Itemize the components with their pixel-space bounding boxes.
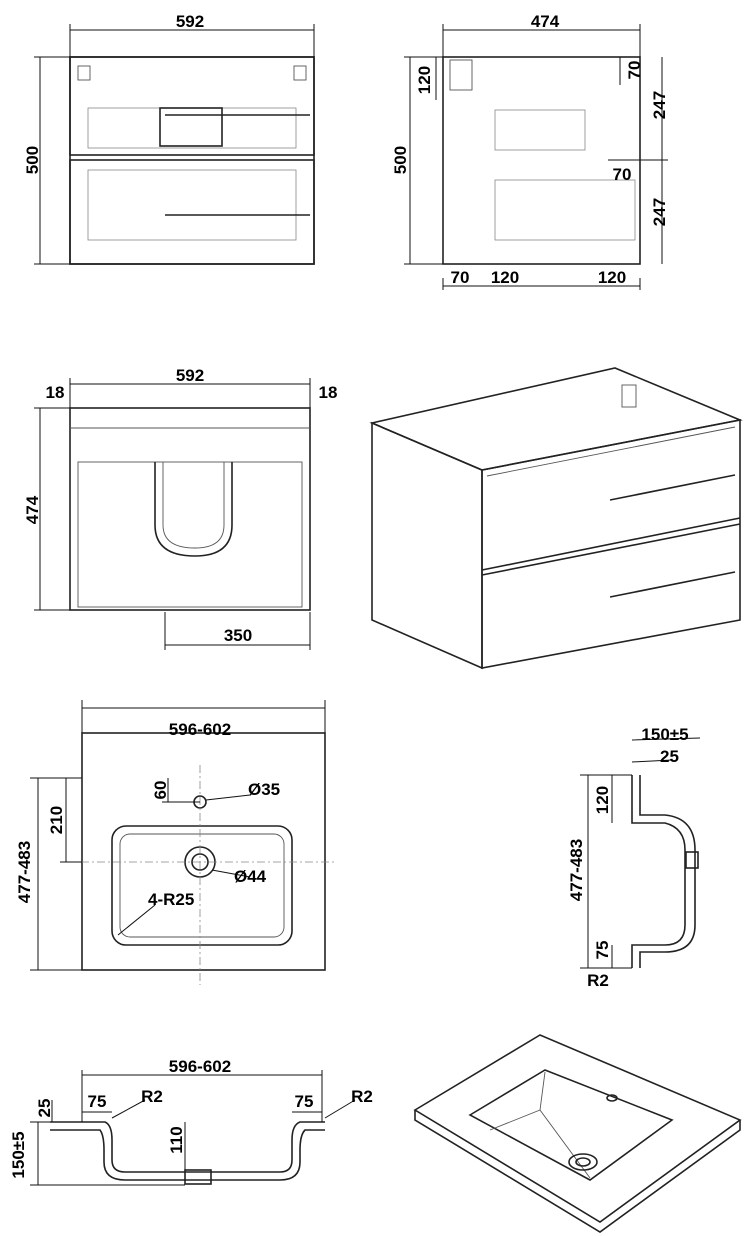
drawer-handle	[609, 571, 736, 598]
dim-drain-offset: 210	[47, 806, 66, 834]
cabinet-isometric-view	[369, 367, 743, 670]
basin-side-section: 150±5 25 120 477-483 75 R2	[567, 725, 701, 990]
drawer-handle	[609, 474, 736, 501]
dim-width: 592	[176, 12, 204, 31]
dim-height: 500	[23, 146, 42, 174]
dim-height: 500	[391, 146, 410, 174]
dim-tap-hole: Ø35	[248, 780, 280, 799]
dim-upper: 247	[650, 91, 669, 119]
dim-top-offset: 120	[415, 66, 434, 94]
dim-thickness: 25	[35, 1099, 54, 1118]
dim-width: 596-602	[169, 720, 231, 739]
tap-hole	[606, 1094, 618, 1102]
cabinet-top-view: 592 18 18 474 350	[23, 366, 337, 650]
dim-corner-radius: 4-R25	[148, 890, 194, 909]
dim-bottom-left: 70	[451, 268, 470, 287]
dim-bowl: 110	[167, 1126, 186, 1153]
dim-tap-offset: 60	[151, 781, 170, 800]
cabinet-front-view: 592 500	[23, 12, 315, 265]
dim-left-radius: R2	[141, 1087, 163, 1106]
dim-top: 120	[593, 786, 612, 814]
dim-right-radius: R2	[351, 1087, 373, 1106]
dim-top-right: 70	[625, 61, 644, 80]
dim-bottom: 75	[593, 941, 612, 960]
dim-depth: 477-483	[567, 839, 586, 901]
dim-right-panel: 18	[319, 383, 338, 402]
dim-width: 596-602	[169, 1057, 231, 1076]
dim-bottom-a: 120	[491, 268, 519, 287]
dim-depth: 474	[531, 12, 560, 31]
basin-isometric-view	[413, 1034, 742, 1233]
dim-cutout: 350	[224, 626, 252, 645]
dim-right-rim: 75	[295, 1092, 314, 1111]
dim-lower: 247	[650, 198, 669, 226]
dim-mid: 70	[613, 165, 632, 184]
dim-left-rim: 75	[88, 1092, 107, 1111]
dim-depth: 477-483	[15, 841, 34, 903]
dim-height: 150±5	[641, 725, 688, 744]
dim-width: 592	[176, 366, 204, 385]
basin-plan-view: 596-602 60 Ø35 210 477-483 Ø44 4-R25	[15, 700, 335, 985]
drain-hole	[568, 1153, 598, 1171]
dim-left-panel: 18	[46, 383, 65, 402]
dim-rim: 25	[660, 747, 679, 766]
cabinet-side-view: 474 500 120 70 247 70 247 70 120 120	[391, 12, 669, 290]
basin-front-section: 596-602 75 R2 75 R2 25 150±5 110	[9, 1057, 373, 1186]
dim-drain: Ø44	[234, 867, 267, 886]
dim-bottom-b: 120	[598, 268, 626, 287]
dim-radius: R2	[587, 971, 609, 990]
dim-depth: 474	[23, 495, 42, 524]
dim-height: 150±5	[9, 1131, 28, 1178]
